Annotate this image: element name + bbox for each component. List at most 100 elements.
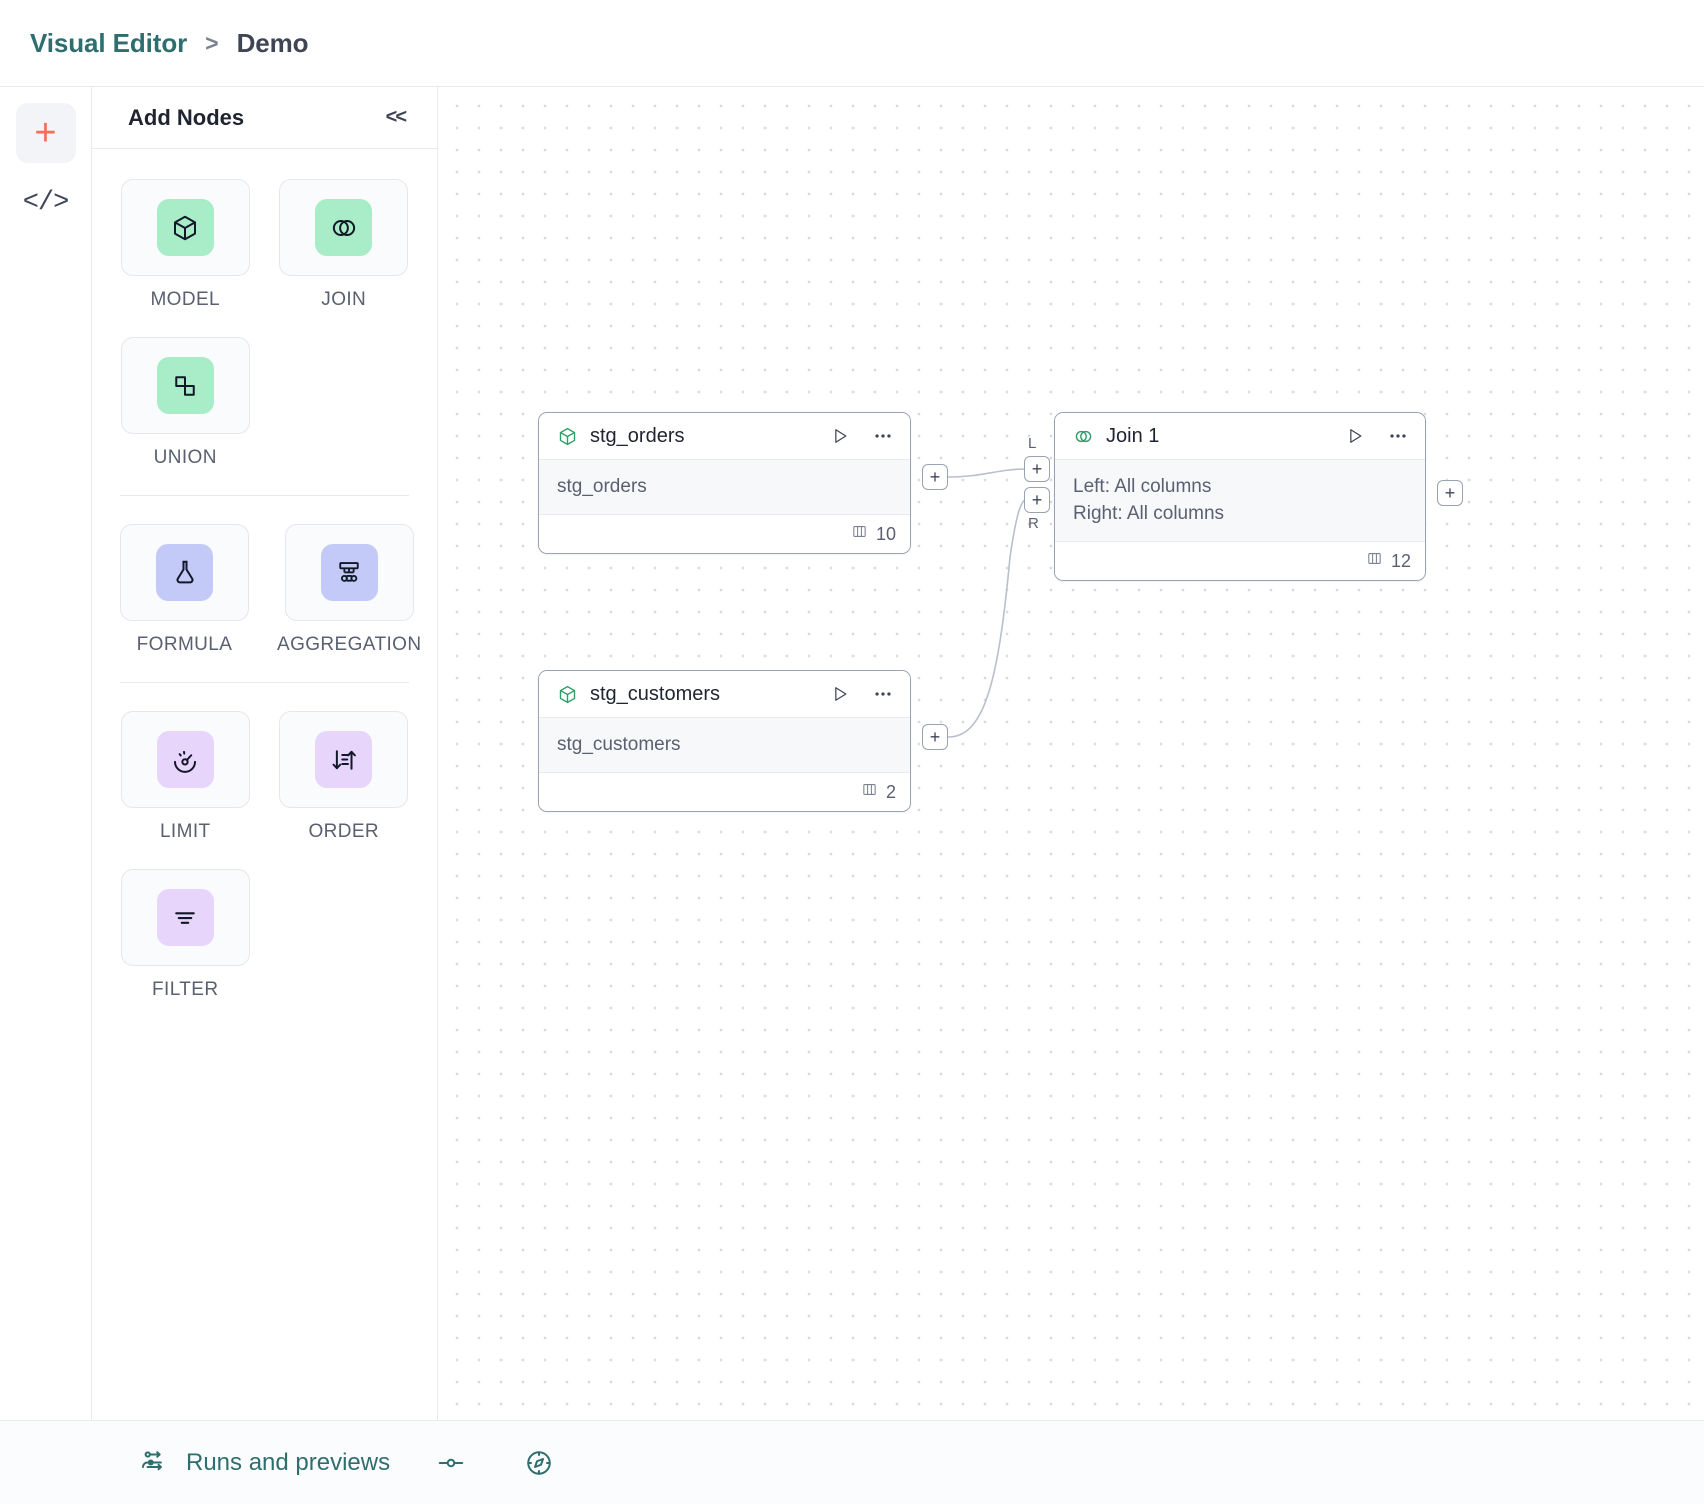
sort-arrows-icon — [332, 749, 356, 770]
node-tile-union[interactable] — [120, 337, 250, 434]
node-group-row-ops: LIMIT ORDER — [120, 711, 409, 1027]
node-label-order: ORDER — [308, 821, 380, 842]
breadcrumb-root-link[interactable]: Visual Editor — [30, 27, 188, 58]
node-tile-formula[interactable] — [120, 524, 249, 621]
join-left-input-handle[interactable]: + — [1024, 456, 1050, 482]
node-footer: 2 — [539, 773, 910, 811]
filter-badge — [156, 889, 214, 946]
node-header: stg_orders — [539, 413, 910, 460]
cube-icon — [557, 683, 579, 705]
node-header: Join 1 — [1055, 413, 1425, 460]
column-count: 10 — [875, 523, 896, 544]
play-icon[interactable] — [830, 684, 850, 704]
join-right-input-label: R — [1028, 515, 1040, 532]
limit-badge — [156, 731, 214, 788]
compass-button[interactable] — [524, 1448, 554, 1478]
graph-node-join-1[interactable]: Join 1 Left: All columns Right: All colu… — [1054, 412, 1426, 581]
columns-icon — [861, 781, 878, 803]
runs-and-previews-button[interactable]: Runs and previews — [140, 1448, 390, 1478]
more-horizontal-icon[interactable] — [872, 425, 894, 447]
pipeline-runs-icon — [140, 1448, 170, 1478]
play-icon[interactable] — [1345, 426, 1365, 446]
node-body-line: stg_orders — [557, 476, 647, 497]
slider-toggle-button[interactable] — [436, 1448, 466, 1478]
node-type-limit[interactable]: LIMIT — [120, 711, 251, 869]
aggregation-badge — [320, 544, 378, 601]
node-title: Join 1 — [1106, 424, 1160, 447]
compass-icon — [524, 1448, 554, 1478]
node-footer: 12 — [1055, 542, 1425, 580]
node-label-filter: FILTER — [152, 979, 219, 1000]
columns-icon — [1366, 550, 1383, 572]
panel-divider-1 — [120, 495, 409, 496]
node-tile-aggregation[interactable] — [284, 524, 414, 621]
columns-icon — [851, 523, 868, 545]
node-body-line-left: Left: All columns — [1073, 476, 1212, 497]
column-count: 12 — [1390, 550, 1411, 571]
node-group-transforms: FORMULA — [120, 524, 421, 682]
flow-graph: stg_orders stg_orders — [438, 87, 1704, 1420]
node-type-filter[interactable]: FILTER — [120, 869, 251, 1027]
output-handle-stg-customers[interactable]: + — [922, 724, 948, 750]
join-badge — [315, 199, 373, 256]
join-right-input-handle[interactable]: + — [1024, 487, 1050, 513]
node-tile-order[interactable] — [279, 711, 409, 808]
plus-icon: + — [34, 112, 57, 154]
node-body: stg_customers — [539, 718, 910, 773]
node-type-model[interactable]: MODEL — [120, 179, 251, 337]
node-footer: 10 — [539, 515, 910, 553]
node-label-model: MODEL — [150, 289, 221, 310]
node-type-aggregation[interactable]: AGGREGATION — [277, 524, 421, 682]
node-label-union: UNION — [153, 447, 217, 468]
bottom-toolbar: Runs and previews — [0, 1420, 1704, 1504]
node-group-sources: MODEL JOIN — [120, 179, 409, 495]
panel-title: Add Nodes — [128, 104, 245, 130]
model-badge — [156, 199, 214, 256]
cube-icon — [557, 425, 579, 447]
node-type-order[interactable]: ORDER — [279, 711, 410, 869]
left-icon-rail: + </> — [0, 87, 92, 1420]
add-nodes-panel-header: Add Nodes << — [92, 87, 437, 149]
code-view-rail-button[interactable]: </> — [16, 173, 76, 233]
column-count: 2 — [885, 781, 896, 802]
breadcrumb-current-page: Demo — [236, 27, 309, 58]
filter-lines-icon — [175, 911, 196, 924]
node-type-union[interactable]: UNION — [120, 337, 251, 495]
node-body: Left: All columns Right: All columns — [1055, 460, 1425, 542]
collapse-panel-button[interactable]: << — [385, 106, 407, 128]
output-handle-join-1[interactable]: + — [1437, 480, 1463, 506]
graph-node-stg-orders[interactable]: stg_orders stg_orders — [538, 412, 911, 554]
add-node-rail-button[interactable]: + — [15, 103, 76, 163]
node-label-join: JOIN — [321, 289, 367, 310]
gauge-icon — [174, 750, 197, 773]
node-tile-limit[interactable] — [120, 711, 250, 808]
node-type-join[interactable]: JOIN — [279, 179, 410, 337]
breadcrumb-separator: > — [205, 29, 219, 56]
join-left-input-label: L — [1028, 435, 1037, 452]
slider-toggle-icon — [436, 1448, 466, 1478]
more-horizontal-icon[interactable] — [872, 683, 894, 705]
node-tile-model[interactable] — [120, 179, 250, 276]
node-label-aggregation: AGGREGATION — [277, 634, 422, 655]
flow-canvas[interactable]: stg_orders stg_orders — [438, 87, 1704, 1420]
union-badge — [156, 357, 214, 414]
runs-and-previews-label: Runs and previews — [186, 1448, 391, 1476]
graph-node-stg-customers[interactable]: stg_customers stg_customers — [538, 670, 911, 812]
play-icon[interactable] — [830, 426, 850, 446]
node-type-formula[interactable]: FORMULA — [120, 524, 249, 682]
node-body-line: stg_customers — [557, 734, 681, 755]
editor-body: + </> Add Nodes << — [0, 87, 1704, 1420]
node-label-formula: FORMULA — [136, 634, 233, 655]
breadcrumb-header: Visual Editor > Demo — [0, 0, 1704, 87]
formula-badge — [156, 544, 213, 601]
add-nodes-list: MODEL JOIN — [92, 149, 437, 1037]
node-tile-join[interactable] — [279, 179, 409, 276]
output-handle-stg-orders[interactable]: + — [922, 464, 948, 490]
more-horizontal-icon[interactable] — [1387, 425, 1409, 447]
order-badge — [315, 731, 373, 788]
node-body-line-right: Right: All columns — [1073, 503, 1225, 524]
node-header: stg_customers — [539, 671, 910, 718]
venn-circles-icon — [332, 219, 355, 236]
node-tile-filter[interactable] — [120, 869, 250, 966]
hierarchy-icon — [339, 561, 359, 582]
